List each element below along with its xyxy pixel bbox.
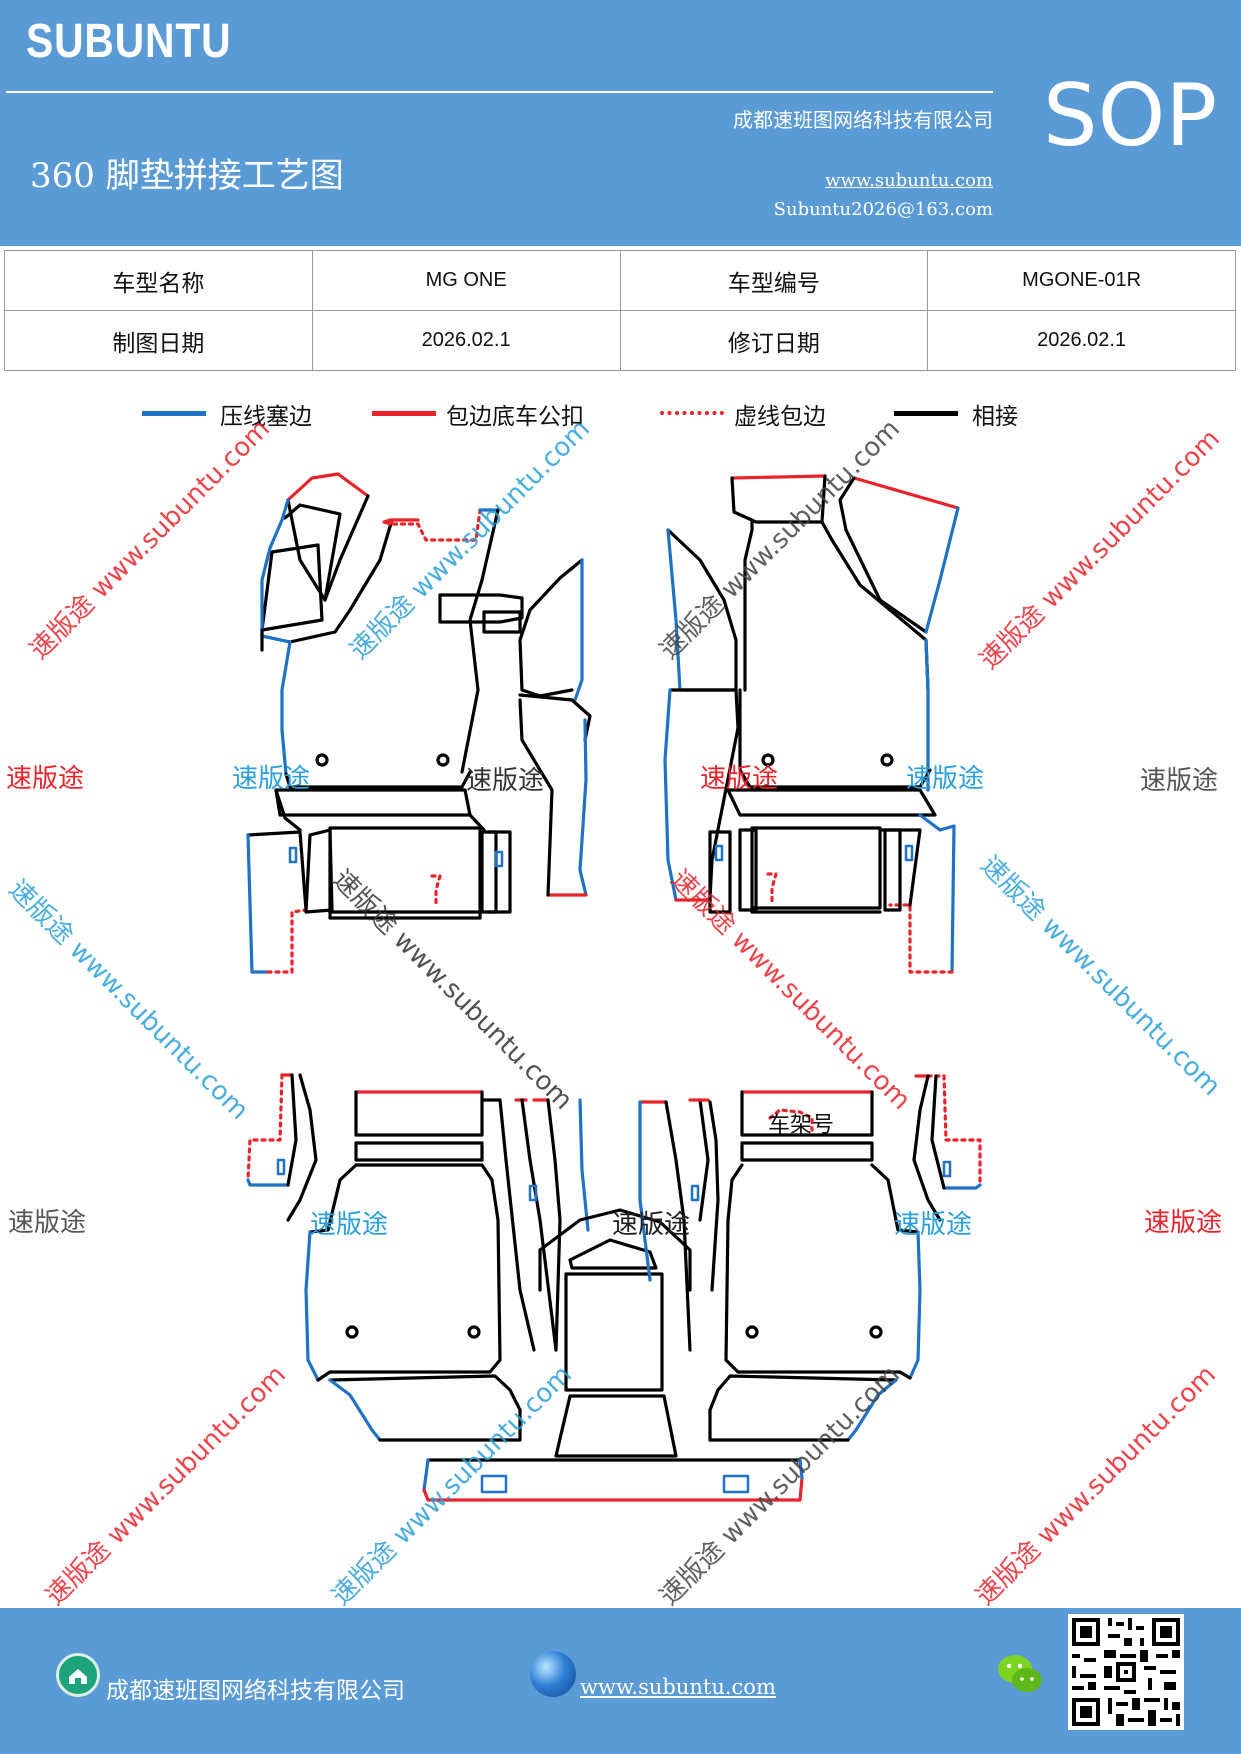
watermark-short: 速版途 [612, 1210, 691, 1240]
watermark-short: 速版途 [894, 1210, 973, 1240]
footer-website-link[interactable]: www.subuntu.com [580, 1675, 776, 1699]
legend-label-press-line: 压线塞边 [220, 404, 312, 430]
website-link[interactable]: www.subuntu.com [825, 170, 993, 191]
legend-line-black [894, 411, 958, 416]
globe-icon [530, 1651, 576, 1697]
drawing-date-value: 2026.02.1 [311, 310, 621, 371]
rear-left-mat [246, 1073, 590, 1442]
legend-label-wrap-buckle: 包边底车公扣 [446, 404, 584, 430]
rear-center-mat [422, 1098, 804, 1502]
watermark-short: 速版途 [6, 764, 85, 794]
drawing-date-label: 制图日期 [4, 310, 313, 371]
watermark-short: 速版途 [310, 1210, 389, 1240]
header-divider [6, 91, 993, 93]
table-row: 制图日期 2026.02.1 修订日期 2026.02.1 [4, 310, 1236, 371]
model-code-value: MGONE-01R [927, 250, 1236, 311]
revision-date-value: 2026.02.1 [927, 310, 1236, 371]
watermark-short: 速版途 [466, 766, 545, 796]
revision-date-label: 修订日期 [619, 310, 929, 371]
house-icon [56, 1653, 100, 1697]
legend-label-dotted-wrap: 虚线包边 [734, 404, 826, 430]
table-row: 车型名称 MG ONE 车型编号 MGONE-01R [4, 250, 1236, 311]
page-title: 360 脚垫拼接工艺图 [30, 156, 344, 196]
company-name: 成都速班图网络科技有限公司 [733, 108, 993, 132]
front-right-mat [663, 474, 960, 974]
watermark-short: 速版途 [232, 764, 311, 794]
footer-company-name: 成都速班图网络科技有限公司 [106, 1678, 405, 1704]
wechat-icon[interactable] [996, 1652, 1044, 1696]
vehicle-info-table: 车型名称 MG ONE 车型编号 MGONE-01R 制图日期 2026.02.… [4, 250, 1236, 371]
rear-right-mat [708, 1074, 982, 1442]
watermark-short: 速版途 [700, 764, 779, 794]
watermark-short: 速版途 [906, 764, 985, 794]
frame-number-label: 车架号 [768, 1113, 834, 1138]
watermark-short: 速版途 [1144, 1208, 1223, 1238]
model-code-label: 车型编号 [619, 250, 929, 311]
qr-code[interactable] [1068, 1614, 1184, 1730]
watermark-short: 速版途 [8, 1208, 87, 1238]
watermark-short: 速版途 [1140, 766, 1219, 796]
front-left-mat [246, 472, 592, 974]
header-banner: SUBUNTU 成都速班图网络科技有限公司 360 脚垫拼接工艺图 www.su… [0, 0, 1241, 246]
legend-line-red [372, 411, 436, 416]
model-name-label: 车型名称 [4, 250, 313, 311]
legend-label-joint: 相接 [972, 404, 1018, 430]
model-name-value: MG ONE [311, 250, 621, 311]
brand-logo: SUBUNTU [26, 15, 232, 68]
line-legend: 压线塞边 包边底车公扣 虚线包边 相接 [0, 397, 1241, 441]
legend-line-blue [142, 411, 206, 416]
legend-line-red-dotted [660, 411, 724, 415]
email-address: Subuntu2026@163.com [773, 199, 993, 220]
sop-badge: SOP [1043, 66, 1218, 166]
